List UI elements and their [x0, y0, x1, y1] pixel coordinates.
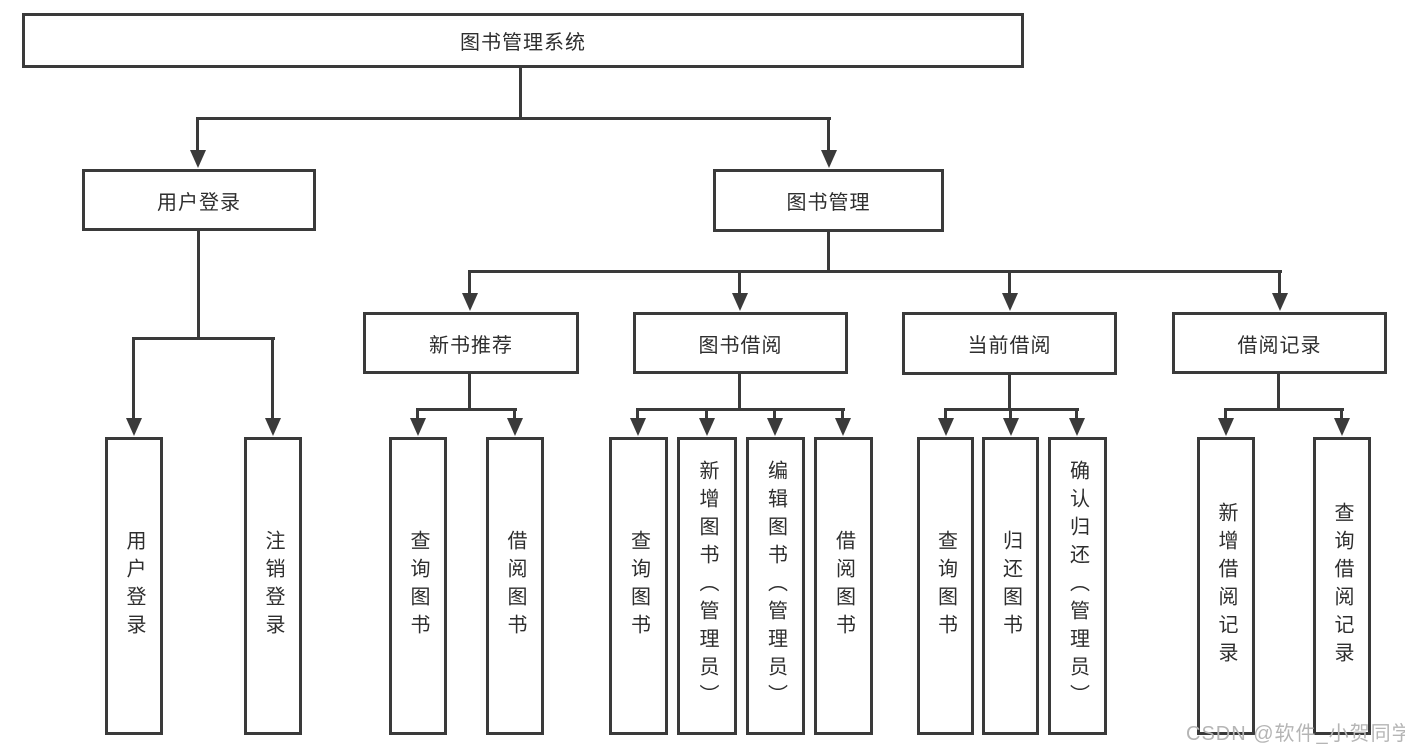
arrowhead-icon	[410, 418, 426, 436]
arrowhead-icon	[1334, 418, 1350, 436]
arrowhead-icon	[1003, 418, 1019, 436]
arrowhead-icon	[1002, 293, 1018, 311]
leaf-user-login: 用户登录	[105, 437, 163, 735]
connector-line	[1008, 373, 1011, 411]
leaf-logout-login-label: 注销登录	[262, 530, 284, 642]
connector-line	[1009, 408, 1012, 422]
connector-line	[738, 373, 741, 411]
connector-line	[132, 337, 135, 421]
leaf-borrow-book-label: 借阅图书	[832, 530, 855, 642]
leaf-query-book-borrow: 查询图书	[609, 437, 668, 735]
node-borrow-record-label: 借阅记录	[1237, 334, 1322, 357]
leaf-query-book-recommend: 查询图书	[389, 437, 447, 735]
leaf-query-book-recommend-label: 查询图书	[407, 530, 429, 642]
arrowhead-icon	[699, 418, 715, 436]
leaf-logout-login: 注销登录	[244, 437, 302, 735]
leaf-query-book-current: 查询图书	[917, 437, 974, 735]
node-book-borrow: 图书借阅	[633, 312, 848, 374]
leaf-edit-book-admin-label: 编辑图书（管理员）	[764, 460, 787, 712]
connector-line	[705, 408, 708, 422]
connector-line	[132, 337, 275, 340]
node-current-borrow-label: 当前借阅	[967, 335, 1052, 357]
node-user-login-label: 用户登录	[157, 191, 241, 214]
node-root-label: 图书管理系统	[460, 32, 586, 54]
arrowhead-icon	[190, 150, 206, 168]
node-book-management: 图书管理	[713, 169, 944, 232]
connector-line	[416, 408, 517, 411]
arrowhead-icon	[821, 150, 837, 168]
leaf-confirm-return-admin: 确认归还（管理员）	[1048, 437, 1107, 735]
arrowhead-icon	[462, 293, 478, 311]
connector-line	[468, 270, 471, 296]
leaf-query-book-borrow-label: 查询图书	[627, 530, 650, 642]
arrowhead-icon	[630, 418, 646, 436]
connector-line	[773, 408, 776, 422]
connector-line	[636, 408, 639, 422]
leaf-query-borrow-record-label: 查询借阅记录	[1331, 502, 1353, 670]
connector-line	[416, 408, 419, 422]
leaf-add-borrow-record: 新增借阅记录	[1197, 437, 1255, 735]
leaf-return-book: 归还图书	[982, 437, 1039, 735]
connector-line	[944, 408, 947, 422]
leaf-query-borrow-record: 查询借阅记录	[1313, 437, 1371, 735]
leaf-query-book-current-label: 查询图书	[934, 530, 957, 642]
arrowhead-icon	[126, 418, 142, 436]
connector-line	[827, 232, 830, 273]
connector-line	[468, 270, 1282, 273]
leaf-add-book-admin: 新增图书（管理员）	[677, 437, 737, 735]
arrowhead-icon	[767, 418, 783, 436]
connector-line	[1224, 408, 1344, 411]
connector-line	[271, 337, 274, 421]
arrowhead-icon	[835, 418, 851, 436]
connector-line	[636, 408, 845, 411]
connector-line	[1278, 270, 1281, 296]
leaf-add-book-admin-label: 新增图书（管理员）	[696, 460, 718, 712]
connector-line	[519, 66, 522, 119]
arrowhead-icon	[1218, 418, 1234, 436]
connector-line	[197, 231, 200, 340]
leaf-borrow-book: 借阅图书	[814, 437, 873, 735]
arrowhead-icon	[1069, 418, 1085, 436]
connector-line	[196, 117, 831, 120]
csdn-watermark: CSDN @软件_小贺同学	[1186, 723, 1405, 745]
connector-line	[1277, 373, 1280, 411]
arrowhead-icon	[732, 293, 748, 311]
leaf-edit-book-admin: 编辑图书（管理员）	[746, 437, 805, 735]
node-user-login: 用户登录	[82, 169, 316, 231]
node-book-borrow-label: 图书借阅	[698, 334, 783, 357]
arrowhead-icon	[1272, 293, 1288, 311]
node-borrow-record: 借阅记录	[1172, 312, 1387, 374]
arrowhead-icon	[938, 418, 954, 436]
connector-line	[513, 408, 516, 422]
connector-line	[1075, 408, 1078, 422]
connector-line	[196, 117, 199, 153]
node-root: 图书管理系统	[22, 13, 1024, 68]
node-book-management-label: 图书管理	[786, 192, 871, 214]
leaf-confirm-return-admin-label: 确认归还（管理员）	[1066, 460, 1089, 712]
arrowhead-icon	[265, 418, 281, 436]
leaf-add-borrow-record-label: 新增借阅记录	[1215, 502, 1237, 670]
connector-line	[1224, 408, 1227, 422]
node-current-borrow: 当前借阅	[902, 312, 1117, 375]
leaf-borrow-book-recommend-label: 借阅图书	[504, 530, 526, 642]
connector-line	[1340, 408, 1343, 422]
connector-line	[468, 373, 471, 411]
leaf-user-login-label: 用户登录	[123, 530, 145, 642]
connector-line	[1008, 270, 1011, 296]
connector-line	[738, 270, 741, 296]
leaf-return-book-label: 归还图书	[999, 530, 1022, 642]
leaf-borrow-book-recommend: 借阅图书	[486, 437, 544, 735]
node-new-book-recommend: 新书推荐	[363, 312, 579, 374]
connector-line	[841, 408, 844, 422]
node-new-book-recommend-label: 新书推荐	[429, 334, 513, 357]
arrowhead-icon	[507, 418, 523, 436]
connector-line	[827, 117, 830, 153]
